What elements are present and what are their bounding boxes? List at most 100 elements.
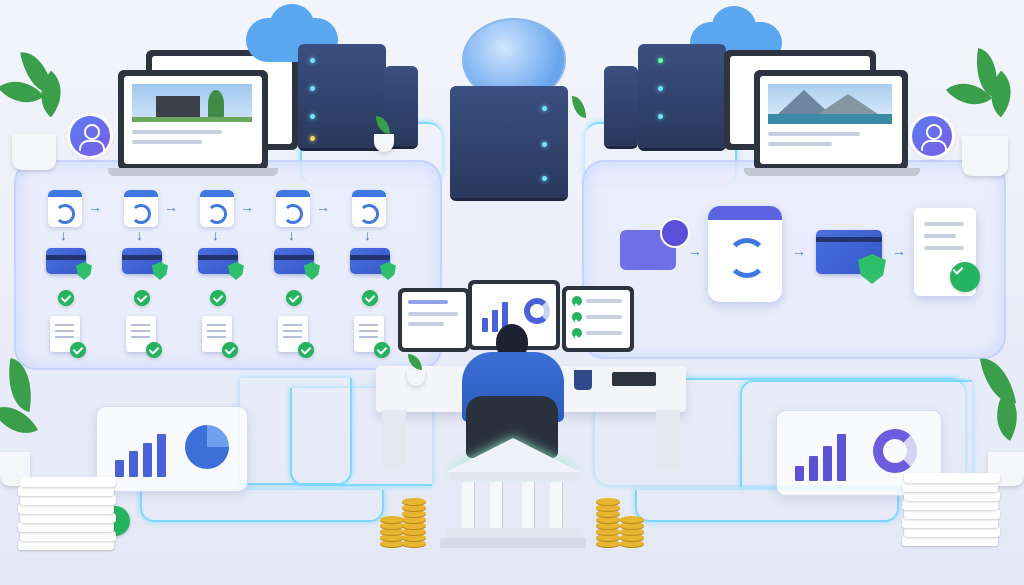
paper-sheet (20, 531, 116, 541)
cloud-puff-left (270, 4, 314, 44)
arrow-down-icon: ↓ (212, 227, 219, 243)
coin-icon (380, 528, 404, 535)
check-circle-icon (70, 342, 86, 358)
plant-icon-small-left (370, 116, 398, 154)
laptop-left-screen (124, 76, 262, 164)
coin-icon (596, 510, 620, 517)
paper-sheet (904, 491, 1000, 501)
coin-icon (620, 540, 644, 547)
shield-icon (304, 262, 320, 280)
calendar-sync-icon (276, 190, 310, 227)
check-circle-icon (210, 290, 226, 306)
paper-sheet (18, 504, 114, 514)
check-circle-icon (58, 290, 74, 306)
plant-icon-bottom-left (0, 357, 50, 486)
pie-chart-icon-left (185, 425, 229, 469)
desk-leg-right (656, 410, 680, 470)
calendar-sync-icon-large (708, 206, 782, 302)
coin-icon (596, 504, 620, 511)
plant-icon-small-right (566, 96, 594, 138)
calendar-sync-icon (48, 190, 82, 227)
arrow-right-icon: → (792, 243, 806, 259)
chart-bar (823, 446, 832, 481)
coin-icon (402, 528, 426, 535)
check-circle-icon (950, 262, 980, 292)
connector-line-bottom-right (635, 490, 899, 522)
check-circle-icon (374, 342, 390, 358)
coin-icon (402, 498, 426, 505)
coin-icon (380, 534, 404, 541)
coin-icon (380, 540, 404, 547)
paper-sheet (902, 500, 998, 510)
donut-chart-icon-right (873, 429, 917, 473)
chart-bar (143, 443, 152, 477)
paper-sheet (18, 540, 114, 550)
coin-icon (620, 516, 644, 523)
server-stack-center (450, 86, 568, 198)
laptop-right-screen (760, 76, 902, 164)
paper-sheet (20, 477, 116, 487)
calendar-sync-icon (124, 190, 158, 227)
bar-chart-icon-left (115, 429, 171, 477)
arrow-down-icon: ↓ (364, 227, 371, 243)
calendar-sync-icon (352, 190, 386, 227)
chart-bar (795, 466, 804, 481)
arrow-right-icon: → (316, 199, 330, 215)
coin-icon (596, 528, 620, 535)
books (612, 372, 656, 386)
paper-sheet (902, 482, 998, 492)
shield-icon (76, 262, 92, 280)
coin-icon (596, 516, 620, 523)
paper-sheet (20, 495, 116, 505)
arrow-right-icon: → (88, 199, 102, 215)
coin-icon (596, 498, 620, 505)
arrow-right-icon: → (892, 243, 906, 259)
cloud-puff-right (712, 6, 756, 46)
coin-icon (596, 534, 620, 541)
bar-chart-icon-right (795, 431, 853, 481)
coin-icon (402, 534, 426, 541)
laptop-left-base (108, 168, 278, 176)
laptop-right-base (744, 168, 920, 176)
server-rack-right (638, 44, 726, 148)
check-circle-icon (362, 290, 378, 306)
coin-icon (620, 528, 644, 535)
connector-line-left-bank (290, 388, 432, 486)
plant-icon-desk (404, 354, 428, 390)
chart-bar (809, 456, 818, 481)
dashboard-card-left (96, 406, 248, 492)
user-avatar-icon-left (70, 116, 110, 156)
coin-icon (380, 516, 404, 523)
check-circle-icon (298, 342, 314, 358)
receipt-icon (914, 208, 976, 296)
laptop-right (754, 70, 908, 170)
coin-icon (620, 522, 644, 529)
bank-icon (440, 438, 586, 550)
monitor-right (562, 286, 634, 352)
plant-icon-top-left (0, 48, 75, 170)
desk-leg-left (382, 410, 406, 470)
coin-icon (402, 516, 426, 523)
user-avatar-icon-right (912, 116, 952, 156)
chart-bar (837, 433, 846, 481)
shield-icon (152, 262, 168, 280)
arrow-down-icon: ↓ (288, 227, 295, 243)
paper-sheet (904, 509, 1000, 519)
laptop-left (118, 70, 268, 170)
arrow-right-icon: → (688, 243, 702, 259)
arrow-right-icon: → (240, 199, 254, 215)
plant-icon-top-right (945, 48, 1024, 180)
coffee-mug (574, 370, 592, 390)
coin-icon (596, 540, 620, 547)
chart-bar (157, 433, 166, 477)
server-rack-right-side (604, 66, 638, 146)
coin-icon (402, 522, 426, 529)
server-rack-left (298, 44, 386, 148)
coin-icon (620, 534, 644, 541)
coin-icon (380, 522, 404, 529)
connector-line-right-lower (740, 380, 972, 487)
check-circle-icon (134, 290, 150, 306)
paper-sheet (20, 513, 116, 523)
check-circle-icon (146, 342, 162, 358)
paper-sheet (902, 536, 998, 546)
